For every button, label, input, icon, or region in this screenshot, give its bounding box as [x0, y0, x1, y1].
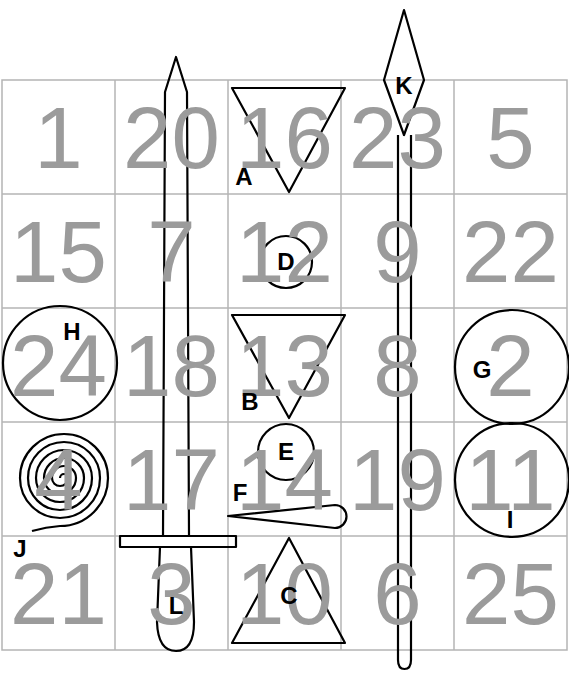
grid-line [340, 80, 342, 650]
grid-number: 8 [341, 308, 454, 422]
grid-line [2, 307, 567, 309]
letter-label: C [280, 584, 297, 608]
grid-line [114, 80, 116, 650]
grid [2, 80, 567, 650]
grid-number: 17 [115, 422, 228, 536]
letter-label: D [277, 250, 294, 274]
grid-line [2, 535, 567, 537]
grid-border [2, 80, 567, 650]
grid-number: 9 [341, 194, 454, 308]
grid-line [2, 193, 567, 195]
letter-label: H [63, 320, 80, 344]
grid-number: 18 [115, 308, 228, 422]
grid-number: 25 [454, 536, 567, 650]
letter-label: K [395, 74, 412, 98]
letter-label: L [169, 594, 184, 618]
grid-number: 19 [341, 422, 454, 536]
grid-line [2, 421, 567, 423]
grid-number: 2 [454, 308, 567, 422]
grid-number: 6 [341, 536, 454, 650]
grid-number: 1 [2, 80, 115, 194]
grid-line [227, 80, 229, 650]
grid-number: 5 [454, 80, 567, 194]
letter-label: G [473, 358, 492, 382]
circle-i [455, 423, 569, 537]
grid-number: 3 [115, 536, 228, 650]
grid-number: 22 [454, 194, 567, 308]
letter-label: F [233, 481, 248, 505]
letter-label: J [13, 537, 26, 561]
letter-label: A [235, 165, 252, 189]
letter-label: I [507, 508, 514, 532]
grid-number: 7 [115, 194, 228, 308]
grid-number: 24 [2, 308, 115, 422]
grid-number: 4 [2, 422, 115, 536]
letter-label: B [241, 390, 258, 414]
grid-number: 20 [115, 80, 228, 194]
letter-label: E [278, 440, 294, 464]
grid-number: 15 [2, 194, 115, 308]
